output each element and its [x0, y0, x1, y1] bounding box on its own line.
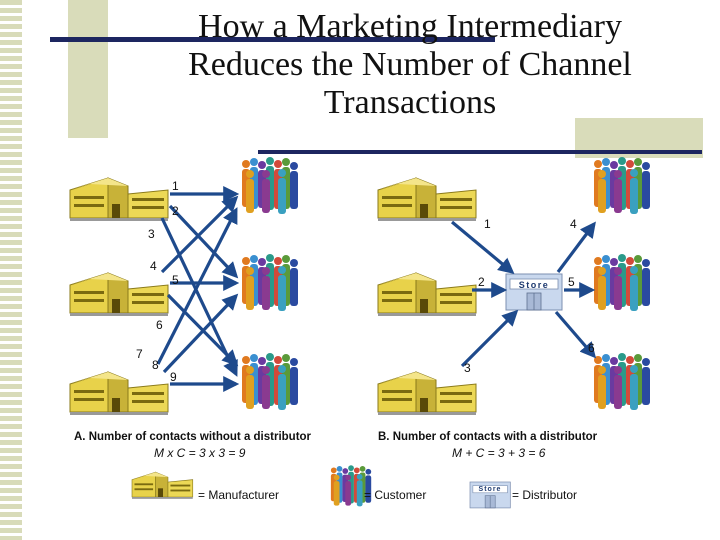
panel-a-formula: M x C = 3 x 3 = 9: [154, 446, 246, 460]
panel-a-number-7: 7: [136, 347, 143, 361]
panel-b-number-4: 4: [570, 217, 577, 231]
panel-b-customer-2: [594, 254, 650, 311]
panel-b-store-icon: Store: [505, 273, 563, 311]
panel-a-arrow-7: [156, 207, 238, 365]
panel-b-manufacturer-2: [377, 272, 477, 317]
panel-b-number-2: 2: [478, 275, 485, 289]
panel-b-manufacturer-3: [377, 371, 477, 416]
panel-a-arrows: [156, 186, 240, 392]
panel-a-manufacturer-3: [69, 371, 169, 416]
legend-distributor-icon-label: Store: [479, 486, 502, 493]
decorative-stripes: [0, 0, 22, 540]
panel-b-manufacturer-1: [377, 177, 477, 222]
title-rule-top: [50, 37, 495, 42]
panel-a-number-9: 9: [170, 370, 177, 384]
panel-b-number-3: 3: [464, 361, 471, 375]
legend-manufacturer-icon: [131, 471, 194, 500]
panel-b-customer-1: [594, 157, 650, 214]
panel-b-arrow-4: [556, 221, 596, 273]
legend-distributor-label: = Distributor: [512, 488, 578, 502]
title-line-1: How a Marketing Intermediary: [198, 8, 622, 45]
title-line-3: Transactions: [323, 84, 497, 121]
legend-distributor-icon: Store: [469, 481, 511, 509]
legend-manufacturer-label: = Manufacturer: [198, 488, 280, 502]
panel-b-store-label: Store: [519, 280, 550, 290]
panel-a-arrow-6: [166, 293, 239, 367]
panel-a-arrow-3: [160, 217, 238, 377]
panel-a-number-1: 1: [172, 179, 179, 193]
accent-block-top-left: [68, 0, 108, 138]
panel-a-manufacturer-2: [69, 272, 169, 317]
panel-b-arrow-6: [554, 310, 597, 359]
panel-a-customer-2: [242, 254, 298, 311]
panel-b-formula: M + C = 3 + 3 = 6: [452, 446, 546, 460]
panel-b-arrow-1: [450, 220, 515, 275]
panel-a-caption: A. Number of contacts without a distribu…: [74, 431, 312, 443]
panel-a-number-3: 3: [148, 227, 155, 241]
title-line-2: Reduces the Number of Channel: [188, 46, 632, 83]
panel-a-number-5: 5: [172, 273, 179, 287]
panel-a-arrow-8: [162, 293, 239, 374]
panel-b-customer-3: [594, 353, 650, 410]
panel-a-number-8: 8: [152, 358, 159, 372]
panel-b-number-1: 1: [484, 217, 491, 231]
panel-b-number-5: 5: [568, 275, 575, 289]
panel-a-number-2: 2: [172, 204, 179, 218]
panel-b-arrow-3: [460, 309, 519, 368]
panel-a-number-4: 4: [150, 259, 157, 273]
panel-a-customer-3: [242, 353, 298, 410]
panel-b-caption: B. Number of contacts with a distributor: [378, 431, 598, 443]
panel-a-manufacturer-1: [69, 177, 169, 222]
panel-a-arrow-2: [168, 204, 239, 279]
panel-b-arrows: [450, 220, 597, 368]
page-title: How a Marketing Intermediary Reduces the…: [100, 8, 720, 122]
title-rule-bottom: [258, 150, 702, 154]
panel-b-number-6: 6: [588, 341, 595, 355]
panel-a-customer-1: [242, 157, 298, 214]
panel-a-number-6: 6: [156, 318, 163, 332]
legend-customer-label: = Customer: [364, 488, 427, 502]
